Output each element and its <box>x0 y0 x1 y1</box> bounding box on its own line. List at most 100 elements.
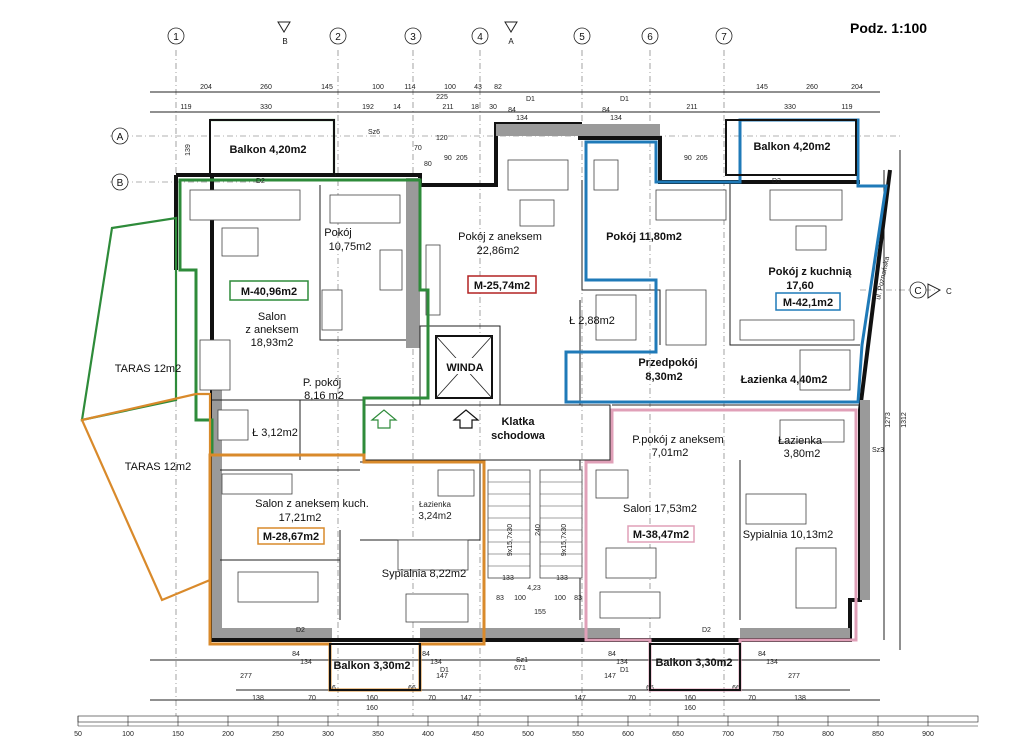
room-l-312: Ł 3,12m2 <box>252 427 298 439</box>
room-sypialnia-822: Sypialnia 8,22m2 <box>382 568 466 580</box>
svg-text:D1: D1 <box>620 96 629 103</box>
section-marker-b-left: B <box>277 21 291 46</box>
svg-text:2: 2 <box>335 32 341 43</box>
taras-orange: TARAS 12m2 <box>125 461 191 473</box>
axis-bubble-B: B <box>111 173 129 191</box>
svg-text:C: C <box>914 286 921 297</box>
apartment-tags: M-40,96m2 M-25,74m2 M-42,1m2 M-28,67m2 M… <box>229 275 841 545</box>
svg-text:138: 138 <box>252 695 264 702</box>
svg-text:C: C <box>946 287 952 296</box>
svg-text:90: 90 <box>684 155 692 162</box>
room-sypialnia-1013: Sypialnia 10,13m2 <box>743 529 834 541</box>
furniture <box>189 159 855 623</box>
svg-text:82: 82 <box>494 84 502 91</box>
svg-text:9x15,7x30: 9x15,7x30 <box>561 524 568 556</box>
svg-text:204: 204 <box>851 84 863 91</box>
svg-text:225: 225 <box>436 94 448 101</box>
ruler-label: 350 <box>372 731 384 738</box>
svg-text:147: 147 <box>460 695 472 702</box>
svg-text:70: 70 <box>628 695 636 702</box>
section-marker-c: C <box>927 283 952 299</box>
svg-text:134: 134 <box>616 659 628 666</box>
svg-text:D1: D1 <box>440 667 449 674</box>
svg-text:M-25,74m2: M-25,74m2 <box>474 280 530 292</box>
room-l-288: Ł 2,88m2 <box>569 315 615 327</box>
room-salon-kuch: Salon z aneksem kuch.17,21m2 <box>255 498 369 524</box>
dims-top-1: 204 260 145 100 114 100 43 82 145 260 20… <box>200 84 863 91</box>
svg-text:80: 80 <box>424 161 432 168</box>
entry-arrows <box>370 409 480 429</box>
svg-text:4: 4 <box>477 32 483 43</box>
svg-text:D2: D2 <box>256 178 265 185</box>
dims-top-2: 119 330 192 14 211 18 30 211 330 119 225 <box>180 94 852 111</box>
tag-apartment-green: M-40,96m2 <box>229 280 309 301</box>
svg-text:9x15,7x30: 9x15,7x30 <box>507 524 514 556</box>
svg-text:83: 83 <box>496 595 504 602</box>
ruler-label: 550 <box>572 731 584 738</box>
section-marker-a: A <box>504 21 518 46</box>
ruler-label: 800 <box>822 731 834 738</box>
svg-text:134: 134 <box>610 115 622 122</box>
svg-text:260: 260 <box>806 84 818 91</box>
svg-text:A: A <box>117 132 124 143</box>
svg-text:204: 204 <box>200 84 212 91</box>
svg-text:43: 43 <box>474 84 482 91</box>
room-salon-1753: Salon 17,53m2 <box>623 503 697 515</box>
svg-text:240: 240 <box>535 524 542 536</box>
svg-text:160: 160 <box>684 695 696 702</box>
ruler-label: 450 <box>472 731 484 738</box>
svg-text:5: 5 <box>579 32 585 43</box>
svg-text:100: 100 <box>444 84 456 91</box>
tag-apartment-red: M-25,74m2 <box>467 275 537 294</box>
winda-label: WINDA <box>446 362 483 374</box>
tag-apartment-orange: M-28,67m2 <box>257 527 325 545</box>
ruler-label: 650 <box>672 731 684 738</box>
svg-text:133: 133 <box>556 575 568 582</box>
ruler-label: 250 <box>272 731 284 738</box>
svg-text:120: 120 <box>436 135 448 142</box>
svg-text:119: 119 <box>841 104 852 111</box>
ruler-label: 200 <box>222 731 234 738</box>
svg-text:147: 147 <box>604 673 616 680</box>
svg-text:B: B <box>282 37 287 46</box>
ruler-label: 50 <box>74 731 82 738</box>
svg-text:84: 84 <box>292 651 300 658</box>
svg-text:330: 330 <box>784 104 796 111</box>
svg-text:133: 133 <box>502 575 514 582</box>
elevator: WINDA <box>435 335 493 399</box>
svg-text:1312: 1312 <box>901 412 908 428</box>
svg-text:211: 211 <box>442 104 453 111</box>
tag-apartment-blue: M-42,1m2 <box>775 292 841 311</box>
svg-text:70: 70 <box>428 695 436 702</box>
ruler-label: 700 <box>722 731 734 738</box>
svg-text:160: 160 <box>366 695 378 702</box>
svg-text:671: 671 <box>514 665 526 672</box>
svg-text:100: 100 <box>514 595 526 602</box>
svg-text:Balkon 4,20m2: Balkon 4,20m2 <box>229 144 306 156</box>
axis-bubble-1: 1 <box>167 27 185 45</box>
svg-text:1: 1 <box>173 32 179 43</box>
dims-right: 1273 1312 139 <box>185 144 908 650</box>
svg-text:70: 70 <box>414 145 422 152</box>
svg-text:205: 205 <box>696 155 708 162</box>
svg-text:330: 330 <box>260 104 272 111</box>
svg-text:260: 260 <box>260 84 272 91</box>
svg-text:B: B <box>117 178 124 189</box>
svg-text:D1: D1 <box>620 667 629 674</box>
axis-bubble-2: 2 <box>329 27 347 45</box>
svg-text:84: 84 <box>602 107 610 114</box>
svg-text:145: 145 <box>756 84 768 91</box>
svg-text:205: 205 <box>456 155 468 162</box>
